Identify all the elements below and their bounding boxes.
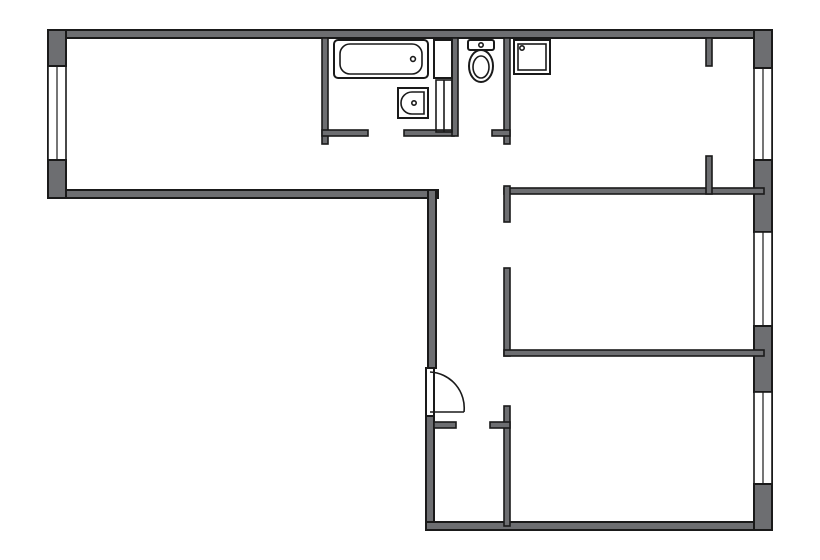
windows [47,29,773,531]
kitchen-partition-bottom [705,155,713,195]
pier-left-top [47,29,67,67]
outer-wall-entrance-left [425,415,435,531]
pier-right-top [753,29,773,69]
bedroom-2-wall-left [503,405,511,527]
fixtures [333,39,551,133]
pier-left-bottom [47,159,67,199]
toilet-icon [467,39,495,83]
outer-wall-bottom [425,521,773,531]
shower-icon [513,39,551,75]
sink-icon [397,87,429,119]
kitchen-bedroom-divider [503,187,765,195]
door-swing-icon [425,367,466,417]
bedroom-divider [503,349,765,357]
pier-right-bottom [753,483,773,531]
bathroom-wall-bottom-right [403,129,455,137]
outer-wall-top [47,29,773,39]
pier-right-mid-2 [753,325,773,393]
bedroom-1-wall-top-stub [503,185,511,223]
bathroom-wall-bottom-left [321,129,369,137]
bathroom-cabinet [433,39,453,133]
pier-right-mid-1 [753,159,773,233]
toilet-wall-bottom [491,129,511,137]
interior-walls [321,37,765,527]
outer-wall-living-right [427,189,437,369]
toilet-wall-right [503,37,511,145]
outer-wall-living-bottom [47,189,439,199]
bathroom-wall-left [321,37,329,145]
entrance-stub-left [433,421,457,429]
entrance-stub-right [489,421,511,429]
bedroom-1-wall-left [503,267,511,357]
kitchen-partition-top [705,37,713,67]
bathtub-icon [333,39,429,79]
